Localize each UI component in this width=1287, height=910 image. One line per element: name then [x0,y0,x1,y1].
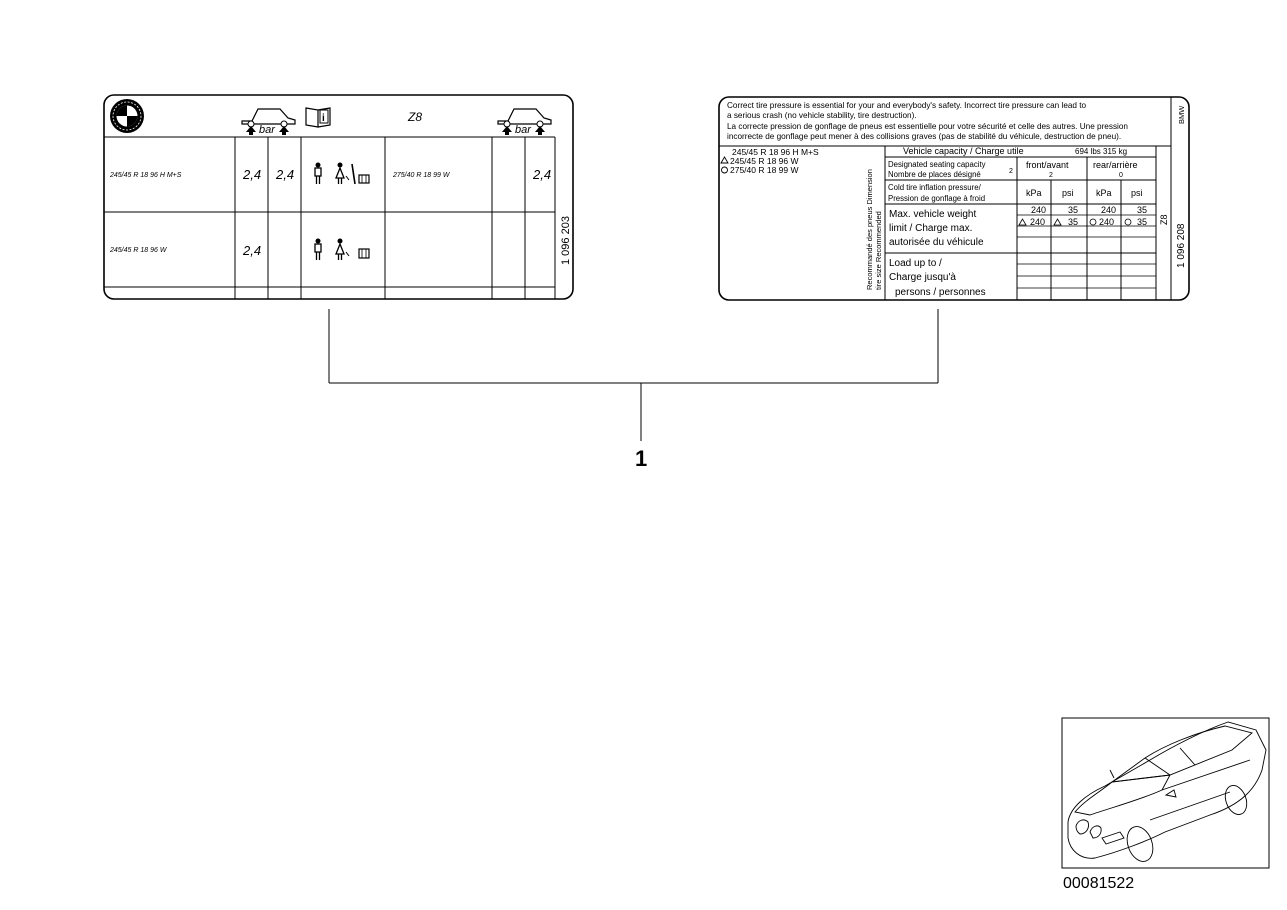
circle-icon-row2-rear-psi [1124,218,1132,226]
vehicle-thumbnail [1061,717,1270,869]
max-weight-line-1: Max. vehicle weight [889,209,976,220]
vehicle-capacity-value: 694 lbs 315 kg [1075,147,1127,156]
max-weight-line-2: limit / Charge max. [889,223,972,234]
manual-info-icon: i [305,107,331,128]
left-row1-value-2: 2,4 [275,167,294,182]
left-row1-tire-rear: 275/40 R 18 99 W [392,172,451,179]
tire-pressure-label-left: bar i Z8 bar 245/45 R 18 96 H M+S 2,4 2,… [103,94,574,300]
warning-line-4: incorrecte de gonflage peut mener à des … [727,132,1121,141]
right-tire-2: 245/45 R 18 96 W [730,156,799,166]
warning-line-1: Correct tire pressure is essential for y… [727,101,1087,110]
right-tire-3: 275/40 R 18 99 W [730,165,799,175]
vehicle-capacity-label: Vehicle capacity / Charge utile [903,146,1024,156]
circle-icon [721,166,728,174]
cold-label-2: Pression de gonflage à froid [888,194,985,203]
occupant-luggage-icon [314,162,370,185]
load-line-1: Load up to / [889,258,942,269]
callout-leader-lines [328,309,939,441]
cold-label-1: Cold tire inflation pressure/ [888,183,982,192]
row1-front-kpa: 240 [1031,205,1046,215]
row1-rear-psi: 35 [1137,205,1147,215]
row2-front-psi: 35 [1068,217,1078,227]
rotated-recommended-en: tire size Recommended [874,211,883,290]
row1-front-psi: 35 [1068,205,1078,215]
callout-number: 1 [635,446,647,471]
warning-line-2: a serious crash (no vehicle stability, t… [727,111,917,120]
warning-line-3: La correcte pression de gonflage de pneu… [727,122,1128,131]
load-line-3: persons / personnes [895,287,986,298]
seating-label-2: Nombre de places désigné [888,170,981,179]
unit-psi-rear: psi [1131,188,1143,198]
unit-psi-front: psi [1062,188,1074,198]
triangle-icon-row2-psi [1053,218,1062,226]
front-value: 2 [1049,172,1053,179]
row1-rear-kpa: 240 [1101,205,1116,215]
unit-kpa-rear: kPa [1096,188,1112,198]
left-part-number: 1 096 203 [560,216,572,265]
seating-value: 2 [1009,168,1013,175]
bmw-logo [110,99,144,133]
rear-label: rear/arrière [1093,160,1138,170]
svg-text:i: i [322,113,325,124]
bar-unit-label-1: bar [259,124,276,136]
right-part-number: 1 096 208 [1176,223,1187,268]
row2-front-kpa: 240 [1030,217,1045,227]
occupant-luggage-icon-2 [314,238,370,260]
car-pressure-icon: bar [241,108,296,136]
triangle-icon [720,156,729,164]
left-model-label: Z8 [407,110,422,124]
circle-icon-row2-rear [1089,218,1097,226]
rear-value: 0 [1119,172,1123,179]
right-model-vertical: Z8 [1159,214,1169,225]
car-pressure-icon-2: bar [497,108,552,136]
row2-rear-psi: 35 [1137,217,1147,227]
brand-vertical: BMW [1177,105,1186,124]
seating-label-1: Designated seating capacity [888,160,986,169]
max-weight-line-3: autorisée du véhicule [889,237,984,248]
left-row1-value-3: 2,4 [532,167,551,182]
left-row1-tire-front: 245/45 R 18 96 H M+S [109,172,182,179]
rotated-recommended-fr: Recommandé des pneus Dimension [865,169,874,290]
triangle-icon-row2-front [1018,218,1027,226]
diagram-id: 00081522 [1063,875,1134,892]
front-label: front/avant [1026,160,1069,170]
right-tire-1: 245/45 R 18 96 H M+S [732,147,819,157]
tire-pressure-label-right: Correct tire pressure is essential for y… [718,96,1190,301]
left-row2-tire-front: 245/45 R 18 96 W [109,247,168,254]
load-line-2: Charge jusqu'à [889,272,956,283]
row2-rear-kpa: 240 [1099,217,1114,227]
bar-unit-label-2: bar [515,124,532,136]
unit-kpa-front: kPa [1026,188,1042,198]
left-row1-value-1: 2,4 [242,167,261,182]
left-row2-value-1: 2,4 [242,243,261,258]
